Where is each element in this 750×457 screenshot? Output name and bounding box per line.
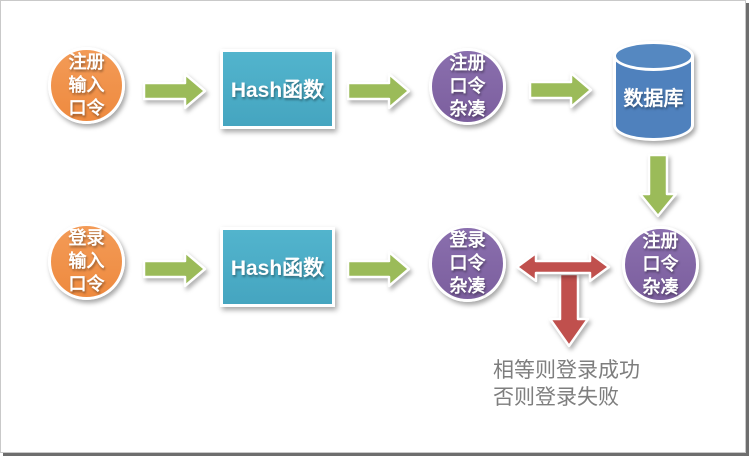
- hash-box-label: Hash函数: [230, 257, 325, 280]
- hash-box-label: Hash函数: [230, 79, 325, 102]
- circle-label-line: 输入: [68, 75, 105, 95]
- login-input-password-circle: 登录 输入 口令: [48, 223, 125, 300]
- circle-label-line: 口令: [449, 253, 486, 273]
- green-arrow-right-icon: [347, 250, 411, 288]
- green-arrow-right-icon: [143, 250, 207, 288]
- circle-label-line: 口令: [68, 274, 105, 294]
- stored-register-hash-circle: 注册 口令 杂凑: [622, 226, 699, 303]
- register-input-password-circle: 注册 输入 口令: [48, 47, 125, 124]
- circle-label-line: 注册: [68, 52, 105, 72]
- green-arrow-right-icon: [529, 71, 593, 109]
- circle-label-line: 口令: [642, 254, 679, 274]
- result-line-1: 相等则登录成功: [493, 359, 640, 382]
- register-password-hash-circle: 注册 口令 杂凑: [429, 48, 506, 125]
- database-cylinder: 数据库: [613, 41, 694, 141]
- hash-function-box-login: Hash函数: [220, 227, 335, 307]
- red-double-arrow-icon: [515, 251, 611, 283]
- circle-label-line: 注册: [642, 231, 679, 251]
- red-arrow-down-icon: [548, 273, 590, 348]
- comparison-result-text: 相等则登录成功 否则登录失败: [493, 357, 640, 411]
- circle-label-line: 杂凑: [449, 276, 486, 296]
- green-arrow-right-icon: [347, 72, 411, 110]
- circle-label-line: 杂凑: [449, 99, 486, 119]
- circle-label-line: 登录: [449, 230, 486, 250]
- green-arrow-down-icon: [638, 154, 678, 218]
- circle-label-line: 杂凑: [642, 277, 679, 297]
- circle-label-line: 注册: [449, 53, 486, 73]
- database-label: 数据库: [623, 88, 684, 110]
- login-password-hash-circle: 登录 口令 杂凑: [429, 225, 506, 302]
- circle-label-line: 登录: [68, 228, 105, 248]
- circle-label-line: 口令: [68, 98, 105, 118]
- circle-label-line: 输入: [68, 251, 105, 271]
- green-arrow-right-icon: [143, 72, 207, 110]
- hash-function-box-registration: Hash函数: [220, 49, 335, 129]
- result-line-2: 否则登录失败: [493, 386, 619, 409]
- circle-label-line: 口令: [449, 76, 486, 96]
